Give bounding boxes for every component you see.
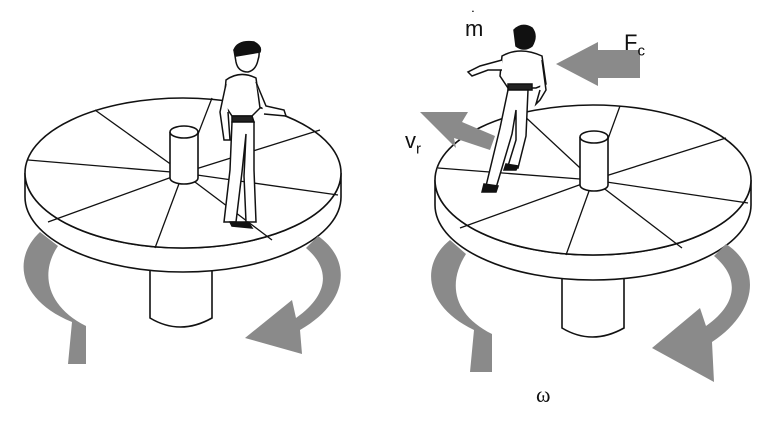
relative-velocity-symbol: v: [405, 128, 416, 153]
relative-velocity-label: vr: [405, 128, 421, 157]
angular-velocity-label: ω: [536, 382, 551, 407]
left-hub: [169, 125, 199, 185]
right-rotation-arrow-front: [652, 244, 750, 382]
left-rotating-platform: [23, 97, 342, 364]
mass-flow-dot: ˙: [471, 9, 477, 26]
left-rotation-arrow-back: [23, 232, 86, 364]
left-rotation-arrow-front: [245, 236, 341, 354]
right-hub: [579, 130, 609, 192]
coriolis-force-label: Fc: [624, 30, 645, 59]
mass-flow-label: m: [465, 16, 484, 41]
right-walking-person: [466, 24, 547, 193]
coriolis-force-subscript: c: [637, 42, 645, 60]
left-walking-person: [219, 40, 288, 229]
right-rotation-arrow-back: [431, 240, 492, 372]
coriolis-force-symbol: F: [624, 30, 638, 55]
relative-velocity-subscript: r: [416, 140, 421, 158]
coriolis-force-arrow: [556, 34, 640, 86]
right-rotating-platform: [431, 104, 752, 382]
right-shaft: [561, 271, 625, 338]
left-shaft: [149, 261, 213, 328]
relative-velocity-arrow: [420, 112, 495, 150]
